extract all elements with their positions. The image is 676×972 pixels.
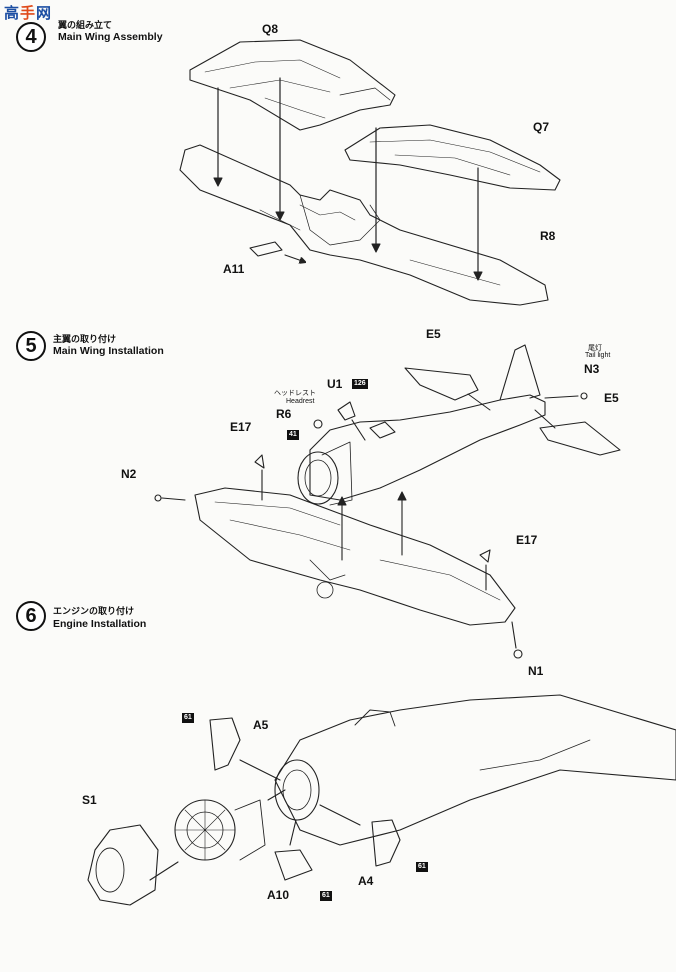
step-6-title-en: Engine Installation (53, 618, 147, 630)
part-label-n3: N3 (584, 362, 600, 376)
step-6-title-jp: エンジンの取り付け (53, 606, 135, 616)
headrest-label-jp: ヘッドレスト (274, 390, 316, 397)
part-label-r8: R8 (540, 229, 556, 243)
part-label-a10: A10 (267, 888, 290, 902)
step-4-title-en: Main Wing Assembly (58, 31, 163, 43)
paint-ref-41: 41 (287, 430, 299, 440)
paint-ref-126: 126 (352, 379, 368, 389)
step-4-title-jp: 翼の組み立て (58, 20, 113, 30)
wing-part-q7 (344, 124, 561, 191)
step-number-5: 5 (16, 331, 46, 361)
part-label-a4: A4 (358, 874, 374, 888)
step-number-6: 6 (16, 601, 46, 631)
part-a5 (209, 717, 241, 771)
step-5-title-en: Main Wing Installation (53, 345, 164, 357)
part-label-e5-top: E5 (426, 327, 441, 341)
part-label-a5: A5 (253, 718, 269, 732)
paint-ref-61-c: 61 (320, 891, 332, 901)
part-label-e17-right: E17 (516, 533, 538, 547)
taillight-label-en: Tail light (585, 352, 611, 359)
part-label-n1: N1 (528, 664, 544, 678)
part-a10 (274, 849, 313, 881)
taillight-label-jp: 尾灯 (588, 345, 602, 352)
part-label-s1: S1 (82, 793, 97, 807)
headrest-label-en: Headrest (286, 398, 315, 405)
fuselage-nose (274, 694, 676, 846)
step-5-title-jp: 主翼の取り付け (53, 334, 117, 344)
watermark-logo: 高手网 (4, 5, 53, 22)
step-number-4: 4 (16, 22, 46, 52)
paint-ref-61-a: 61 (182, 713, 194, 723)
part-a11 (249, 241, 283, 257)
wing-part-q8 (189, 39, 396, 131)
cowling-s1 (87, 824, 159, 906)
tailplane-e5-top (404, 367, 479, 401)
paint-ref-61-b: 61 (416, 862, 428, 872)
part-label-a11: A11 (223, 262, 245, 276)
part-label-e17-left: E17 (230, 420, 252, 434)
part-label-q7: Q7 (533, 120, 550, 134)
wing-part-r8 (179, 144, 549, 306)
main-wing (194, 487, 516, 626)
part-label-u1: U1 (327, 377, 343, 391)
part-label-e5-right: E5 (604, 391, 619, 405)
fuselage (309, 394, 546, 501)
part-a4 (371, 819, 401, 867)
part-label-r6: R6 (276, 407, 292, 421)
tailplane-e5-right (539, 421, 621, 456)
part-label-n2: N2 (121, 467, 137, 481)
part-label-q8: Q8 (262, 22, 279, 36)
